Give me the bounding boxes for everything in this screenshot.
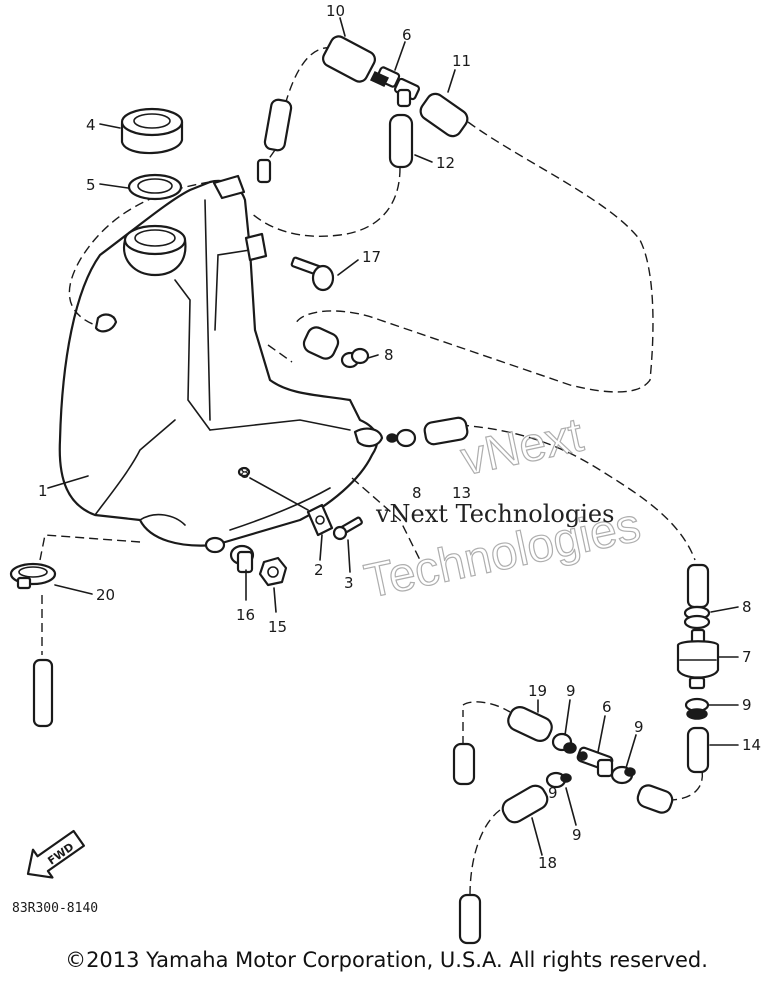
watermark-outline-1: vNext (457, 409, 588, 486)
callout-9-e: 9 (548, 784, 558, 802)
hose-clamp-upper (302, 326, 370, 369)
callout-9-c: 9 (742, 696, 752, 714)
callout-13: 13 (452, 484, 471, 502)
clamp-9-c (545, 771, 572, 789)
clamp-8-filter (683, 605, 711, 630)
hose-left-top (263, 98, 293, 152)
callout-19: 19 (528, 682, 547, 700)
callout-9-d: 9 (572, 826, 582, 844)
clamp-9-a (551, 732, 577, 754)
diagram-code: 83R300-8140 (12, 901, 98, 916)
callout-3: 3 (344, 574, 354, 592)
callout-labels: 1 2 3 4 5 6 6 7 8 8 8 8 9 9 9 9 9 10 11 … (38, 2, 761, 872)
tee-fitting-6-top (369, 66, 421, 108)
hose-14 (686, 726, 710, 774)
bolt-17 (290, 256, 335, 292)
hose-clamp-20 (9, 562, 57, 590)
drain-plug (229, 544, 255, 574)
bracket (306, 503, 334, 537)
callout-18: 18 (538, 854, 557, 872)
hose-10 (322, 35, 376, 83)
callout-4: 4 (86, 116, 96, 134)
callout-7: 7 (742, 648, 752, 666)
callout-17: 17 (362, 248, 381, 266)
oil-tank (58, 158, 384, 554)
tee-fitting-6-bottom (576, 746, 614, 778)
tank-cap (120, 107, 184, 155)
leader-lines (47, 17, 739, 856)
callout-8-upper: 8 (384, 346, 394, 364)
hose-right-bottom (636, 784, 674, 814)
hose-bottom-left (32, 658, 54, 728)
hose-bottom-center (458, 893, 482, 945)
washer-small (237, 466, 251, 478)
clamp-9-b (610, 765, 636, 785)
callout-6-top: 6 (402, 26, 412, 44)
hose-13 (386, 416, 469, 448)
hose-18 (501, 784, 549, 824)
callout-10: 10 (326, 2, 345, 20)
hose-19 (507, 706, 553, 742)
nut (258, 556, 288, 587)
callout-11: 11 (452, 52, 471, 70)
watermark-solid: vNext Technologies (375, 500, 614, 528)
callout-12: 12 (436, 154, 455, 172)
callout-16: 16 (236, 606, 255, 624)
hose-routing (39, 47, 704, 896)
callout-9-a: 9 (566, 682, 576, 700)
clamp-9-filter (684, 697, 710, 720)
callout-8-tank: 8 (240, 464, 250, 482)
hose-top-filter (686, 563, 710, 609)
screw (332, 516, 363, 541)
callout-5: 5 (86, 176, 96, 194)
hose-11 (419, 92, 469, 138)
callout-9-b: 9 (634, 718, 644, 736)
hose-12 (388, 113, 414, 169)
callout-15: 15 (268, 618, 287, 636)
hose-left-short (452, 742, 476, 786)
gasket (127, 173, 183, 201)
callout-8-filter: 8 (742, 598, 752, 616)
callout-8-middle: 8 (412, 484, 422, 502)
callout-6-bottom: 6 (602, 698, 612, 716)
fuel-filter (676, 628, 720, 690)
fwd-arrow-icon: FWD (26, 829, 86, 879)
copyright-notice: ©2013 Yamaha Motor Corporation, U.S.A. A… (65, 948, 708, 972)
callout-20: 20 (96, 586, 115, 604)
callout-1: 1 (38, 482, 48, 500)
callout-14: 14 (742, 736, 761, 754)
callout-2: 2 (314, 561, 324, 579)
